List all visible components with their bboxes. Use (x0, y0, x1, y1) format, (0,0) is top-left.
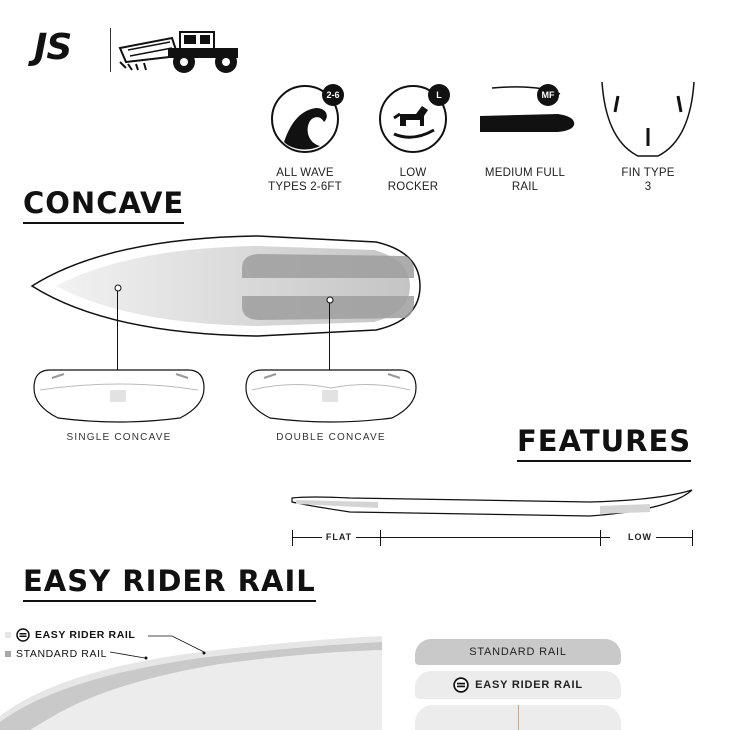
wave-icon (271, 85, 339, 153)
single-concave-label: SINGLE CONCAVE (66, 432, 172, 443)
fin-layout-icon (601, 81, 695, 157)
legend-swatch-light (5, 632, 11, 638)
easy-rider-logo-icon (16, 628, 30, 642)
standard-rail-shape: STANDARD RAIL (415, 639, 621, 665)
low-label: LOW (628, 532, 652, 542)
stringer-line (518, 705, 519, 730)
rail-heading: EASY RIDER RAIL (23, 564, 316, 602)
rocking-horse-icon (379, 85, 447, 153)
rail-curve-diagram (0, 635, 382, 730)
concave-heading: CONCAVE (23, 186, 185, 224)
concave-board-diagram (30, 235, 421, 337)
features-heading: FEATURES (517, 424, 692, 462)
ruler-line (292, 537, 322, 538)
ruler-tick (600, 530, 601, 546)
double-concave-pointer (329, 303, 330, 401)
single-concave-section (33, 369, 205, 423)
legend-swatch-dark (5, 651, 11, 657)
ruler-line (356, 537, 610, 538)
brand-logo: JS (34, 27, 72, 68)
legend-standard: STANDARD RAIL (5, 648, 107, 660)
double-concave-label: DOUBLE CONCAVE (276, 432, 386, 443)
ruler-line (656, 537, 692, 538)
logo-divider (110, 28, 111, 72)
flat-label: FLAT (325, 532, 353, 542)
rail-profile-icon (480, 86, 575, 132)
rocker-profile-diagram (291, 489, 693, 517)
double-concave-section (245, 369, 417, 423)
ruler-tick (292, 530, 293, 546)
rocker-badge: L (428, 84, 450, 106)
wave-size-badge: 2-6 (322, 84, 344, 106)
legend-easy-rider: EASY RIDER RAIL (5, 628, 135, 642)
monster-truck-icon (118, 31, 238, 73)
single-concave-pointer (117, 291, 118, 401)
easy-rider-rail-shape: EASY RIDER RAIL (415, 671, 621, 699)
easy-rider-logo-icon (453, 677, 469, 693)
rail-badge: MF (537, 84, 559, 106)
ruler-tick (380, 530, 381, 546)
ruler-tick (692, 530, 693, 546)
